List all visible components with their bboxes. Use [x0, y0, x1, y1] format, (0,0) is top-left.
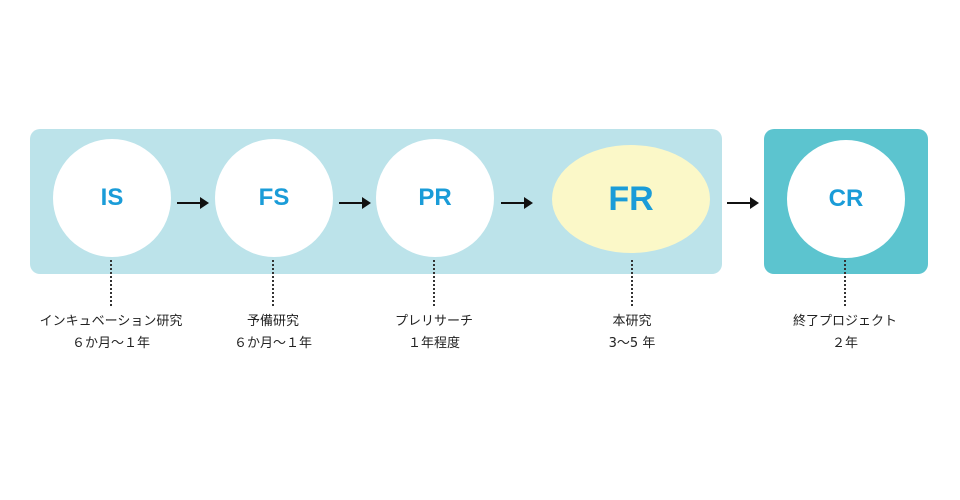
stage-node-fr: FR	[552, 145, 710, 253]
stage-duration: １年程度	[407, 336, 460, 351]
stage-code-cr: CR	[828, 185, 864, 212]
stage-node-is: IS	[53, 139, 171, 257]
arrow-right-icon	[501, 197, 533, 209]
dotted-connector	[272, 260, 274, 306]
dotted-connector	[433, 260, 435, 306]
dotted-connector	[110, 260, 112, 306]
stage-code-is: IS	[100, 184, 124, 211]
stage-name: 終了プロジェクト	[792, 314, 897, 329]
arrow-right-icon	[339, 197, 371, 209]
stage-code-fr: FR	[608, 179, 654, 218]
stage-label-pr: プレリサーチ １年程度	[334, 311, 534, 355]
stage-node-cr: CR	[787, 140, 905, 258]
dotted-connector	[844, 260, 846, 306]
stage-label-cr: 終了プロジェクト ２年	[745, 311, 945, 355]
arrow-right-icon	[727, 197, 759, 209]
stage-duration: ６か月〜１年	[71, 336, 150, 351]
stage-duration: ６か月〜１年	[233, 336, 312, 351]
stage-name: プレリサーチ	[394, 314, 473, 329]
stage-duration: ２年	[831, 336, 858, 351]
stage-name: 予備研究	[246, 314, 299, 329]
stage-node-fs: FS	[215, 139, 333, 257]
stage-name: インキュベーション研究	[39, 314, 183, 329]
stage-node-pr: PR	[376, 139, 494, 257]
stage-label-fs: 予備研究 ６か月〜１年	[173, 311, 373, 355]
stage-name: 本研究	[612, 314, 652, 329]
stage-label-fr: 本研究 3〜5 年	[532, 311, 732, 355]
stage-code-pr: PR	[418, 184, 452, 211]
arrow-right-icon	[177, 197, 209, 209]
stage-label-is: インキュベーション研究 ６か月〜１年	[11, 311, 211, 355]
stage-code-fs: FS	[258, 184, 290, 211]
dotted-connector	[631, 260, 633, 306]
stage-duration: 3〜5 年	[608, 336, 656, 351]
